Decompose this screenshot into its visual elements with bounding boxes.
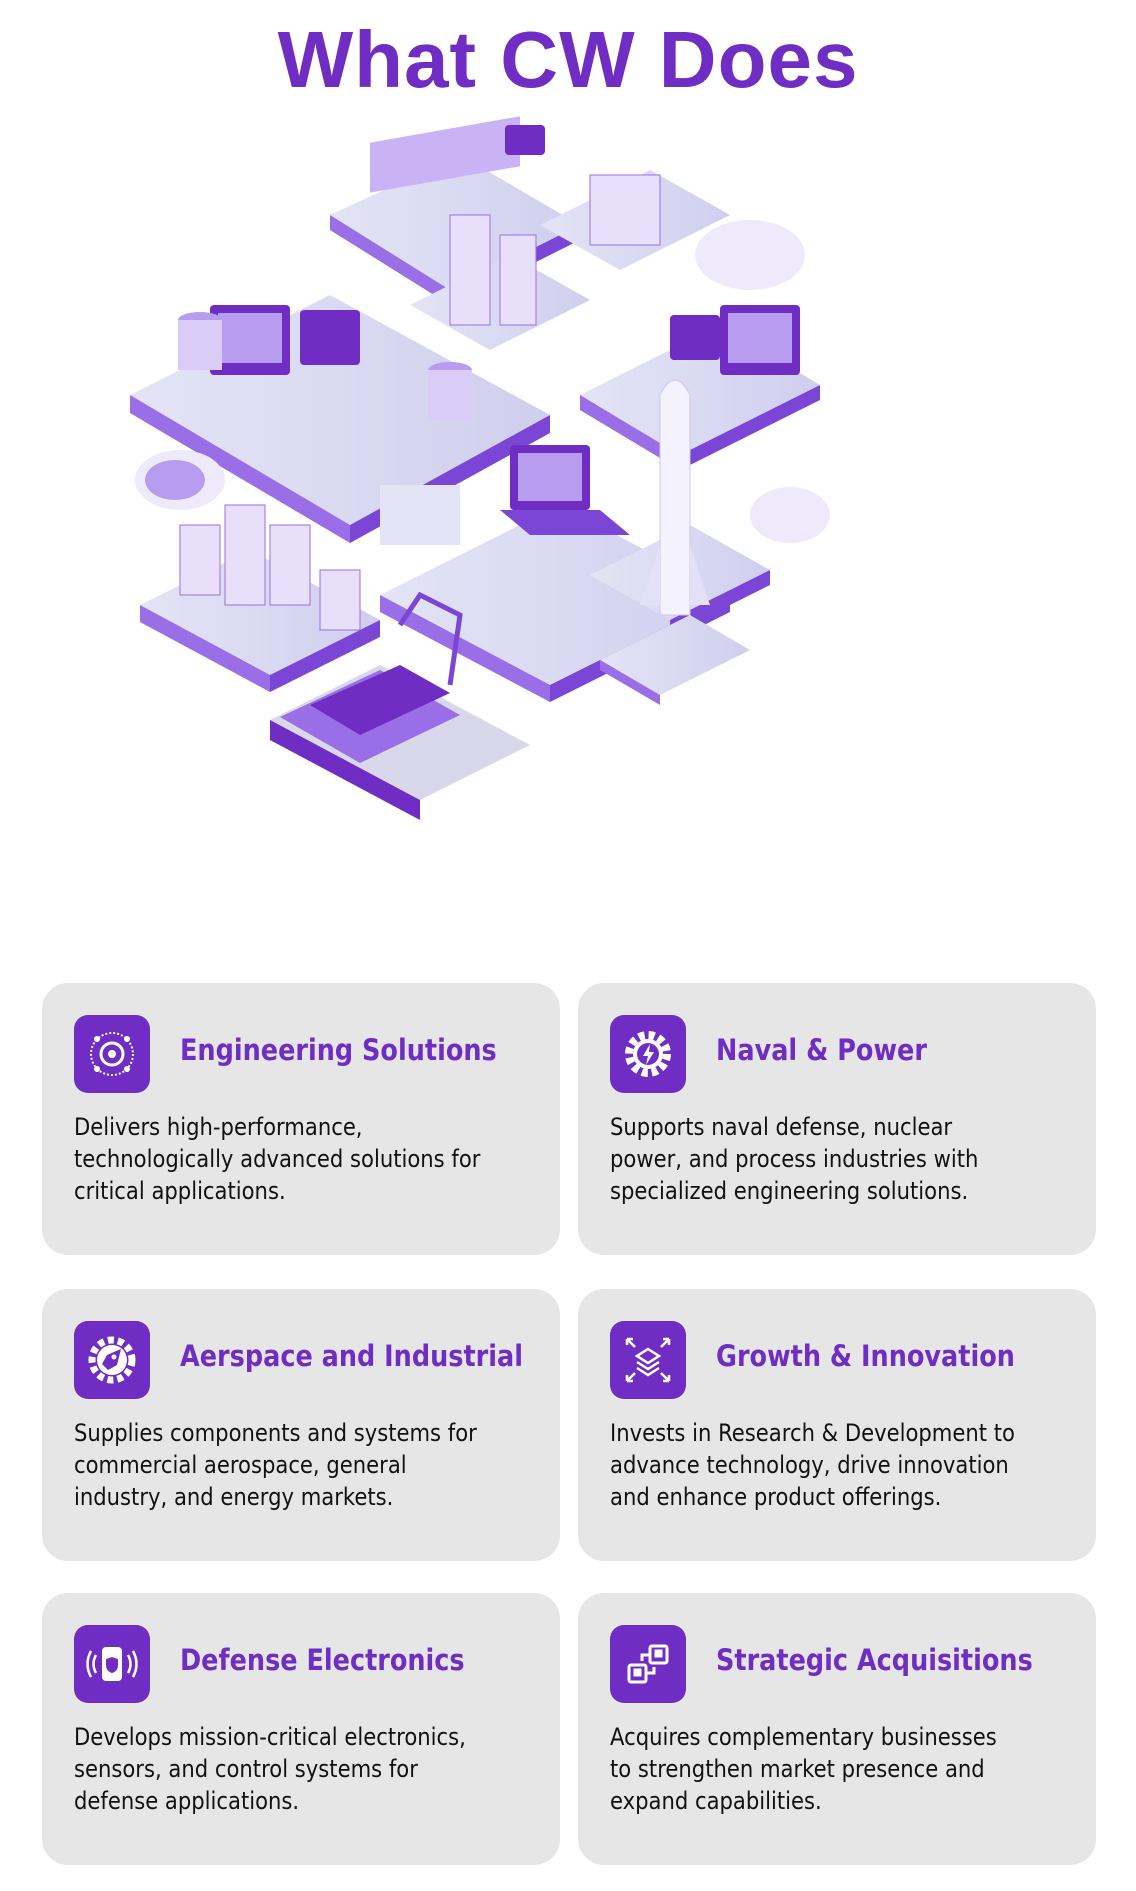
card-description: Invests in Research & Development to adv… bbox=[610, 1419, 1015, 1511]
card-strategic-acquisitions: Strategic Acquisitions Acquires compleme… bbox=[578, 1593, 1096, 1865]
shield-signal-icon bbox=[74, 1625, 150, 1703]
circuit-gear-icon bbox=[74, 1015, 150, 1093]
card-description: Delivers high-performance, technological… bbox=[74, 1113, 481, 1205]
platform-left-office bbox=[130, 295, 550, 543]
card-defense-electronics: Defense Electronics Develops mission-cri… bbox=[42, 1593, 560, 1865]
card-aerospace-industrial: Aerspace and Industrial Supplies compone… bbox=[42, 1289, 560, 1561]
gear-rocket-icon bbox=[74, 1321, 150, 1399]
platform-bottom-right bbox=[600, 487, 830, 705]
card-description: Supports naval defense, nuclear power, a… bbox=[610, 1113, 979, 1205]
card-heading: Aerspace and Industrial bbox=[180, 1339, 523, 1373]
card-heading: Strategic Acquisitions bbox=[716, 1643, 1033, 1677]
port-ship-platform bbox=[270, 591, 530, 820]
card-heading: Naval & Power bbox=[716, 1033, 927, 1067]
page-title: What CW Does bbox=[277, 15, 859, 104]
platform-left-datacenter bbox=[135, 450, 380, 692]
card-heading: Growth & Innovation bbox=[716, 1339, 1015, 1373]
boxes-acquisition-icon bbox=[610, 1625, 686, 1703]
card-naval-power: Naval & Power Supports naval defense, nu… bbox=[578, 983, 1096, 1255]
card-description: Supplies components and systems for comm… bbox=[74, 1419, 477, 1511]
gear-lightning-icon bbox=[610, 1015, 686, 1093]
card-description: Acquires complementary businesses to str… bbox=[610, 1723, 997, 1815]
isometric-tech-illustration bbox=[130, 116, 830, 820]
layers-expand-icon bbox=[610, 1321, 686, 1399]
card-heading: Engineering Solutions bbox=[180, 1033, 497, 1067]
platform-right-hospital bbox=[505, 125, 730, 270]
platform-servers bbox=[410, 214, 590, 350]
card-growth-innovation: Growth & Innovation Invests in Research … bbox=[578, 1289, 1096, 1561]
card-engineering-solutions: Engineering Solutions Delivers high-perf… bbox=[42, 983, 560, 1255]
card-heading: Defense Electronics bbox=[180, 1643, 465, 1677]
platform-right-monitors bbox=[580, 220, 820, 470]
card-description: Develops mission-critical electronics, s… bbox=[74, 1723, 466, 1815]
